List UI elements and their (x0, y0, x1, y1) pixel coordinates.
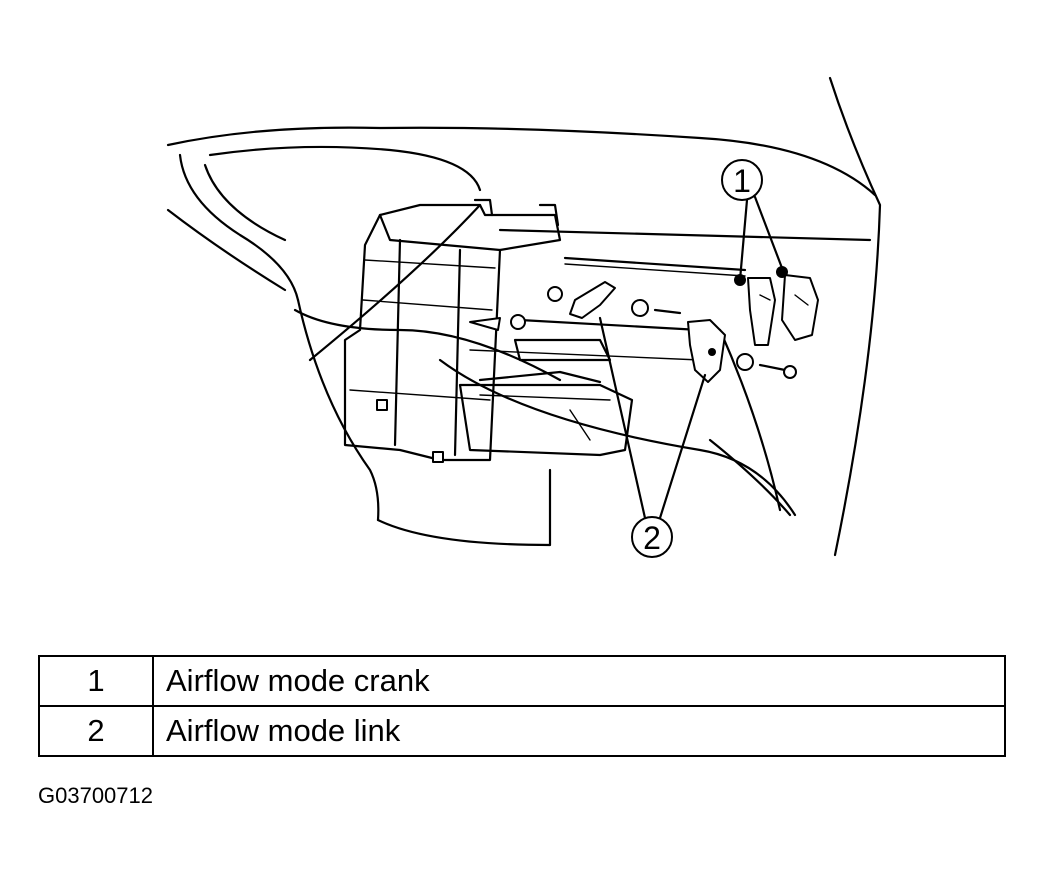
legend-description: Airflow mode link (152, 705, 1006, 757)
heater-unit-illustration: 1 2 (166, 76, 882, 558)
legend-number: 1 (38, 655, 154, 707)
legend-number: 2 (38, 705, 154, 757)
heater-unit-case (343, 198, 562, 463)
figure-id: G03700712 (38, 783, 153, 808)
linkage-rod (518, 256, 747, 332)
dashboard-outline (166, 76, 882, 557)
legend-description: Airflow mode crank (152, 655, 1006, 707)
callout-1-label: 1 (733, 163, 751, 199)
legend-row: 2 Airflow mode link (38, 705, 1006, 757)
legend-table: 1 Airflow mode crank 2 Airflow mode link (38, 655, 1006, 757)
callout-1: 1 (721, 159, 784, 282)
airflow-mode-link-parts (469, 281, 797, 383)
cable-lines (293, 203, 797, 517)
legend-row: 1 Airflow mode crank (38, 655, 1006, 707)
callout-2-label: 2 (643, 520, 661, 556)
airflow-mode-crank-parts (734, 266, 819, 346)
blower-housing (458, 338, 634, 457)
callout-2: 2 (598, 316, 707, 558)
